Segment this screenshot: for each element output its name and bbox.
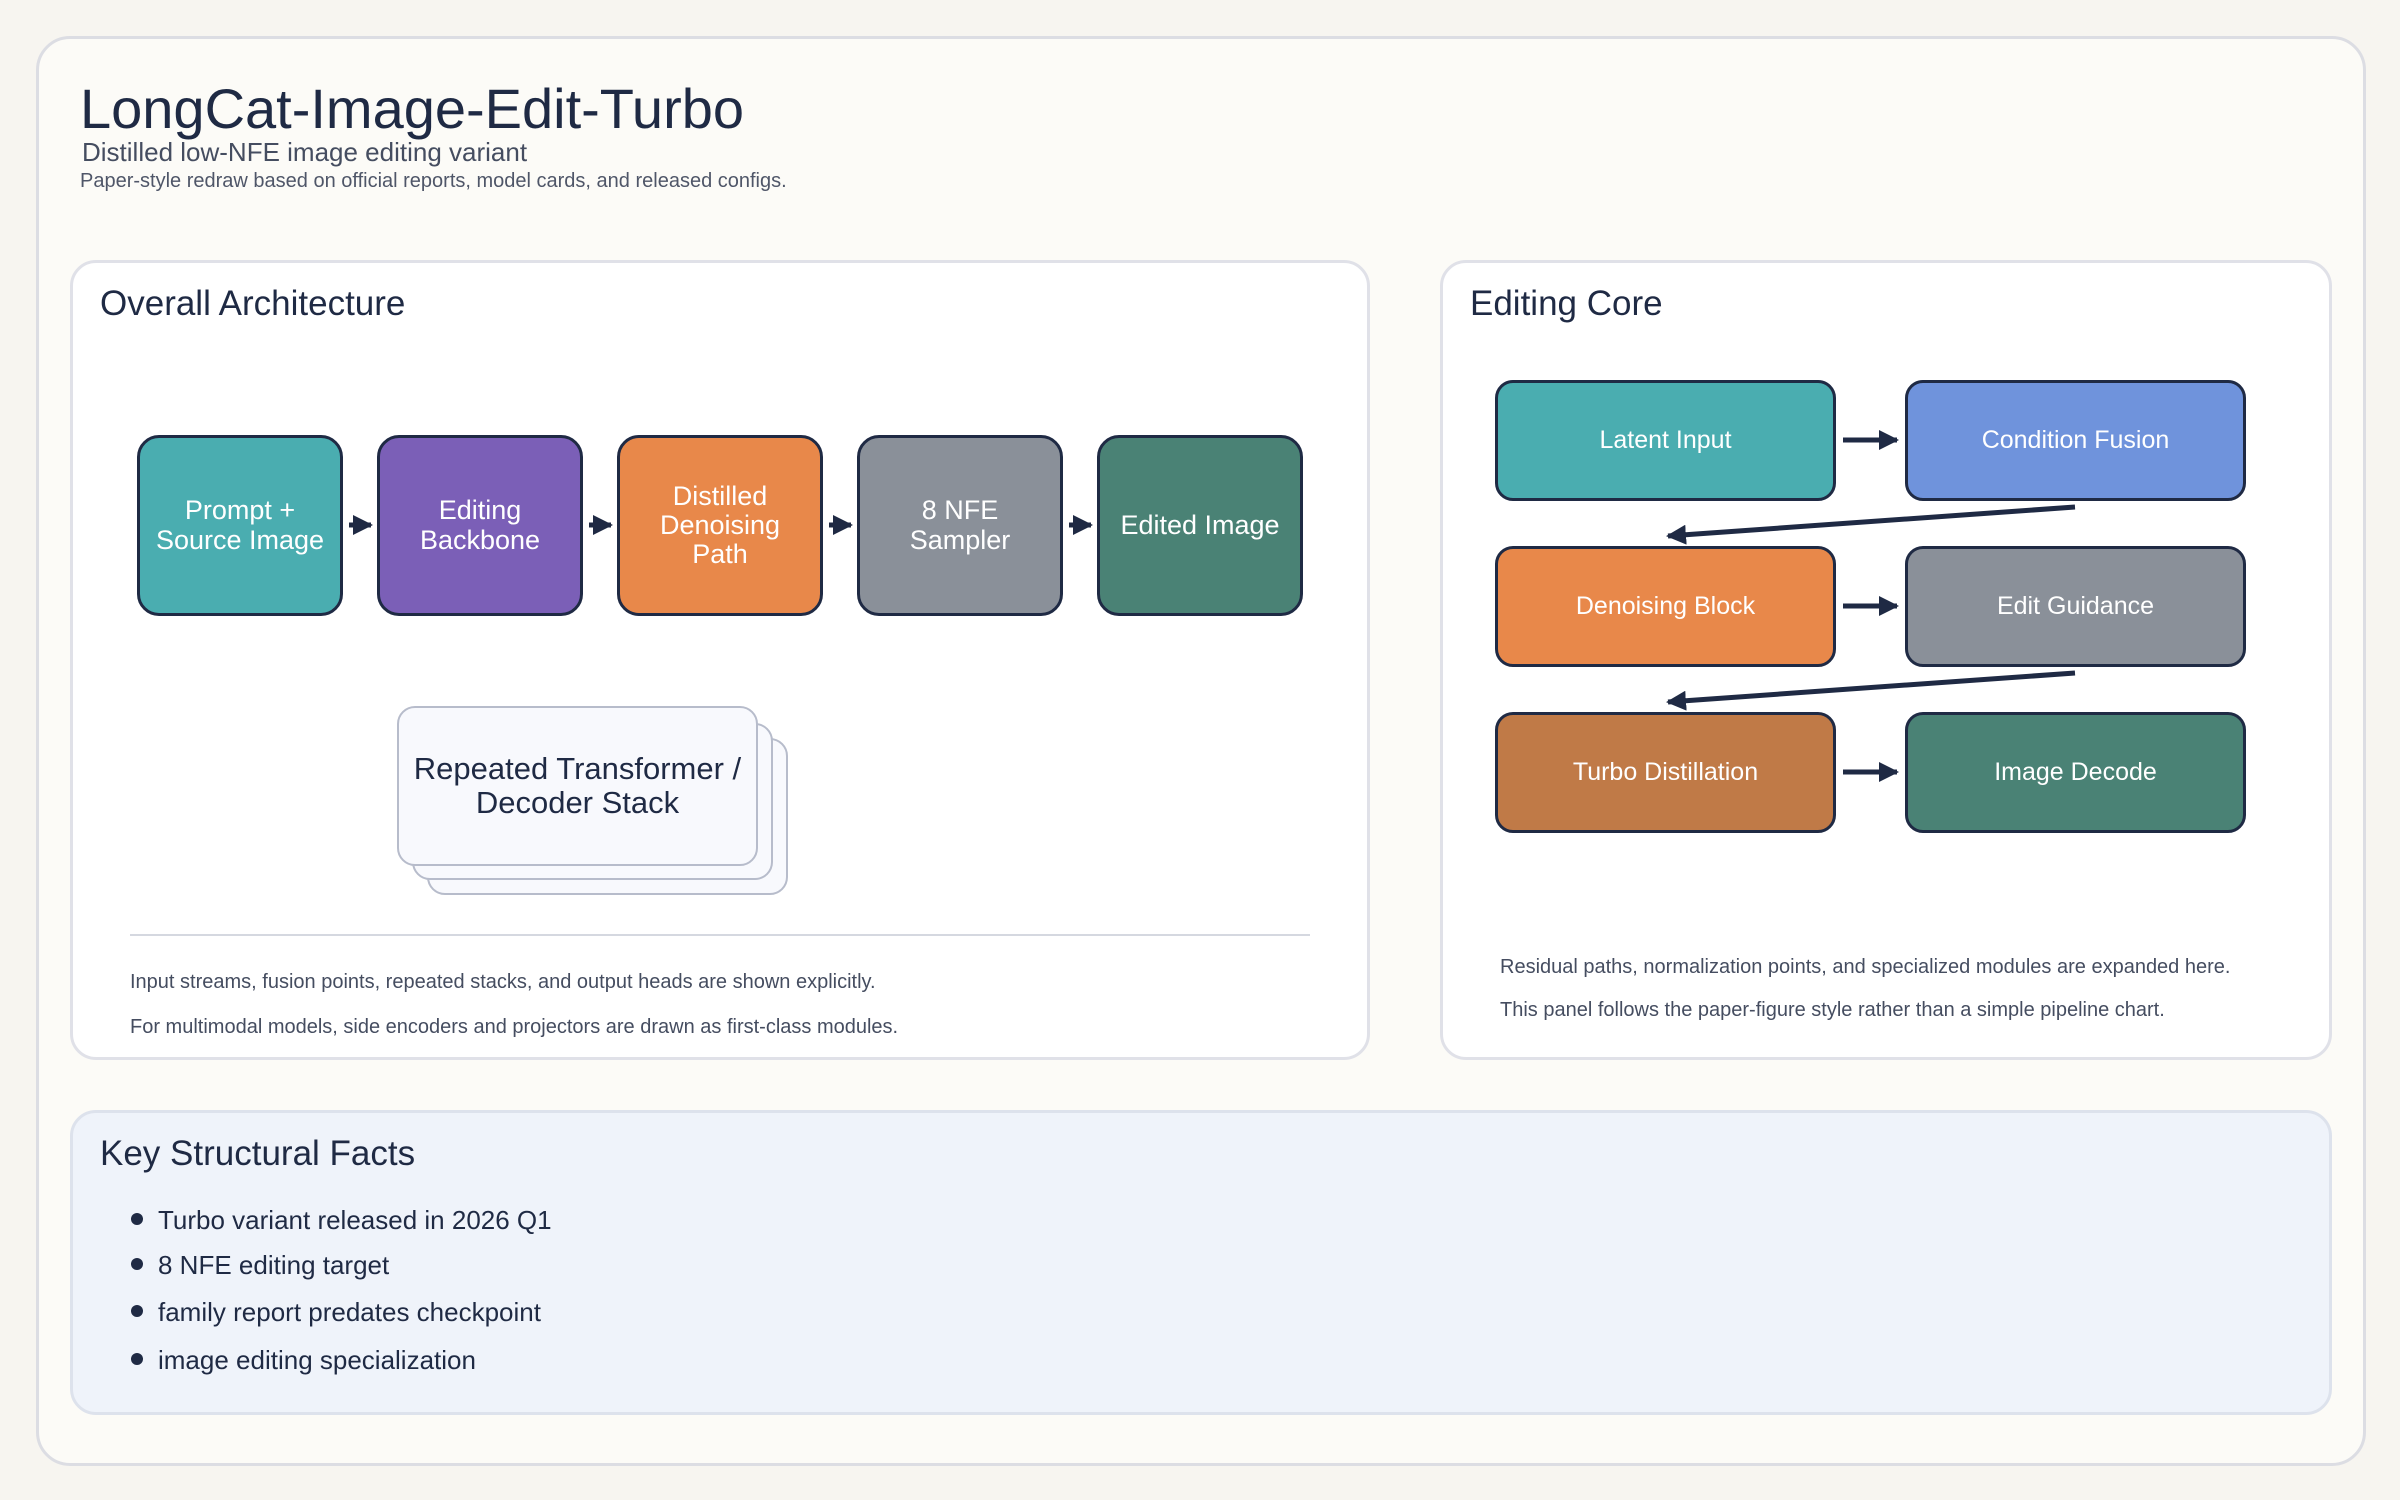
page-caption: Paper-style redraw based on official rep… — [80, 170, 787, 192]
core-note-1: Residual paths, normalization points, an… — [1500, 956, 2231, 978]
core-node-image-decode: Image Decode — [1905, 712, 2246, 833]
fact-bullet-1 — [131, 1213, 143, 1225]
node-prompt-source-image: Prompt + Source Image — [137, 435, 343, 616]
node-editing-backbone: Editing Backbone — [377, 435, 583, 616]
core-node-condition-fusion: Condition Fusion — [1905, 380, 2246, 501]
arrow-fusion-to-denoising — [1666, 504, 2076, 545]
fact-item-2: 8 NFE editing target — [158, 1250, 390, 1280]
core-node-edit-guidance: Edit Guidance — [1905, 546, 2246, 667]
overall-note-2: For multimodal models, side encoders and… — [130, 1016, 899, 1038]
editing-core-title: Editing Core — [1470, 284, 1663, 323]
fact-item-4: image editing specialization — [158, 1345, 476, 1375]
overall-divider — [130, 934, 1310, 936]
repeated-stack-label: Repeated Transformer / Decoder Stack — [397, 706, 758, 866]
core-note-2: This panel follows the paper-figure styl… — [1500, 999, 2165, 1021]
core-node-turbo-distillation: Turbo Distillation — [1495, 712, 1836, 833]
page-title: LongCat-Image-Edit-Turbo — [80, 77, 745, 140]
fact-bullet-2 — [131, 1258, 143, 1270]
key-facts-title: Key Structural Facts — [100, 1134, 416, 1173]
key-facts-panel — [70, 1110, 2332, 1415]
overall-architecture-title: Overall Architecture — [100, 284, 406, 323]
core-node-latent-input: Latent Input — [1495, 380, 1836, 501]
overall-architecture-panel — [70, 260, 1370, 1060]
fact-item-3: family report predates checkpoint — [158, 1297, 541, 1327]
arrow-guidance-to-turbo — [1666, 670, 2076, 711]
overall-note-1: Input streams, fusion points, repeated s… — [130, 971, 876, 993]
fact-bullet-3 — [131, 1305, 143, 1317]
core-node-denoising-block: Denoising Block — [1495, 546, 1836, 667]
page-subtitle: Distilled low-NFE image editing variant — [82, 137, 528, 167]
node-edited-image: Edited Image — [1097, 435, 1303, 616]
fact-bullet-4 — [131, 1353, 143, 1365]
node-8-nfe-sampler: 8 NFE Sampler — [857, 435, 1063, 616]
node-distilled-denoising-path: Distilled Denoising Path — [617, 435, 823, 616]
fact-item-1: Turbo variant released in 2026 Q1 — [158, 1205, 552, 1235]
